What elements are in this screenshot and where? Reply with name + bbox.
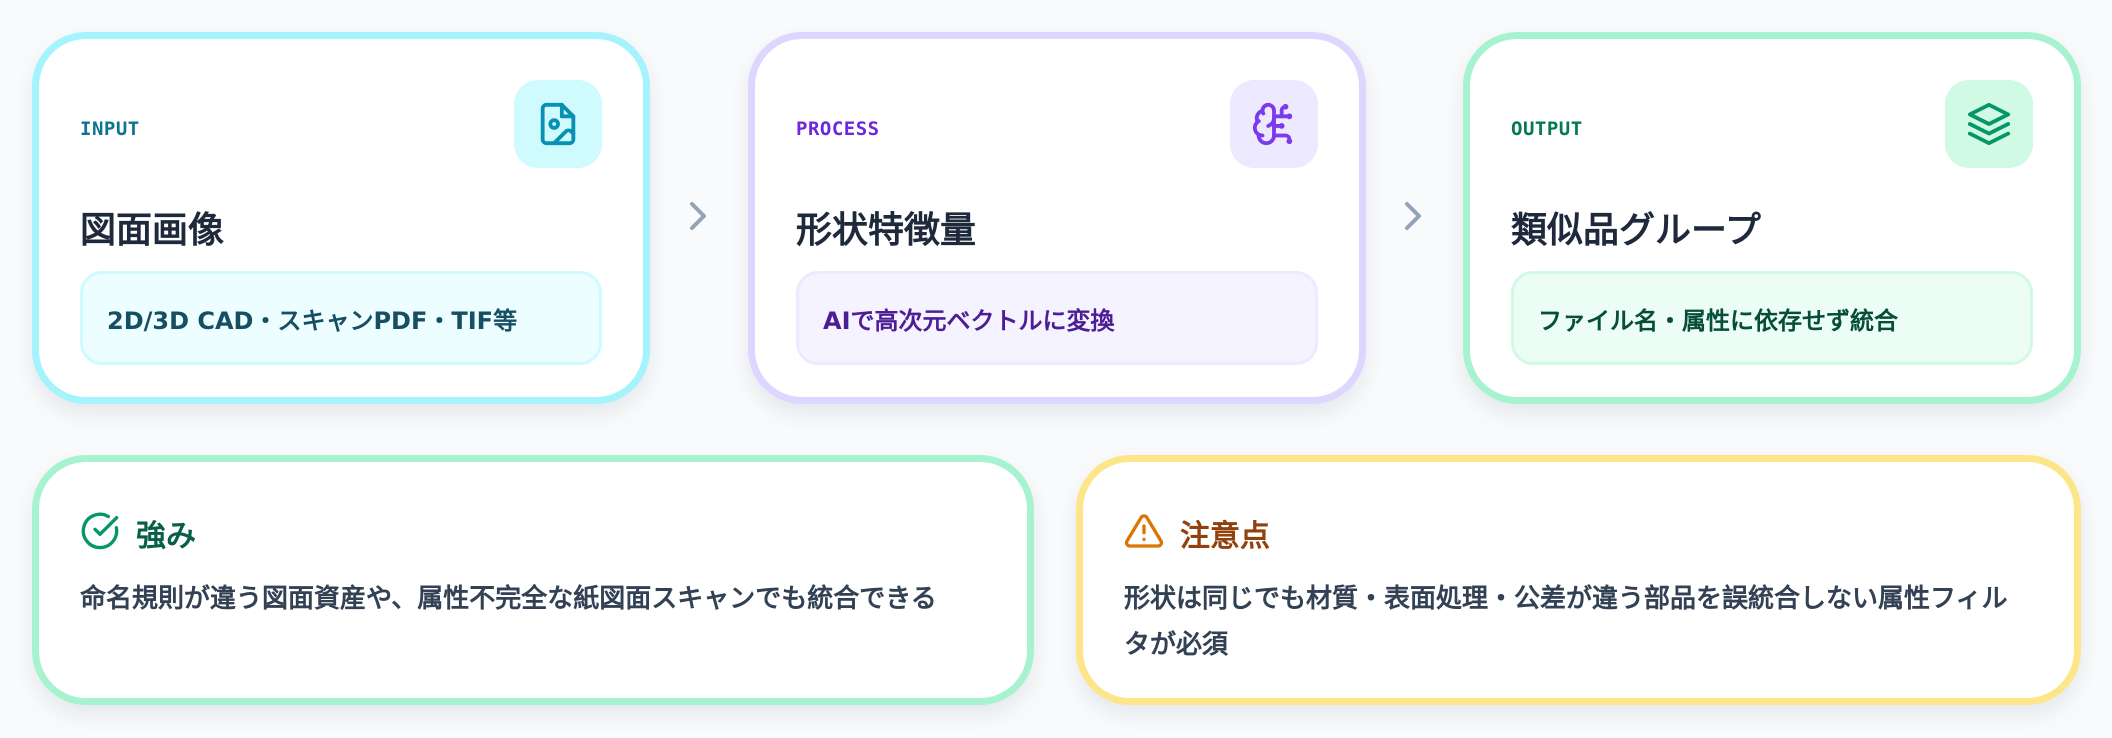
input-card: INPUT 図面画像 2D/3D CAD・スキャンPDF・TIF等	[32, 32, 650, 404]
strength-note: 強み 命名規則が違う図面資産や、属性不完全な紙図面スキャンでも統合できる	[32, 455, 1034, 705]
step-description: AIで高次元ベクトルに変換	[796, 271, 1318, 365]
chevron-right-icon	[1400, 196, 1426, 236]
warning-triangle-icon	[1124, 511, 1164, 555]
note-header: 強み	[80, 512, 196, 554]
note-body: 命名規則が違う図面資産や、属性不完全な紙図面スキャンでも統合できる	[80, 584, 937, 614]
step-title: 図面画像	[80, 210, 225, 251]
step-title: 形状特徴量	[796, 210, 977, 251]
layers-icon	[1945, 80, 2033, 168]
check-circle-icon	[80, 511, 120, 555]
step-title: 類似品グループ	[1511, 210, 1761, 251]
note-body: 形状は同じでも材質・表面処理・公差が違う部品を誤統合しない属性フィルタが必須	[1124, 584, 2008, 660]
note-title: 注意点	[1180, 519, 1270, 554]
step-description: ファイル名・属性に依存せず統合	[1511, 271, 2033, 365]
output-card: OUTPUT 類似品グループ ファイル名・属性に依存せず統合	[1463, 32, 2081, 404]
note-header: 注意点	[1124, 512, 1270, 554]
brain-circuit-icon	[1230, 80, 1318, 168]
chevron-right-icon	[685, 196, 711, 236]
step-description: 2D/3D CAD・スキャンPDF・TIF等	[80, 271, 602, 365]
step-label: OUTPUT	[1511, 118, 1583, 140]
step-label: INPUT	[80, 118, 140, 140]
note-title: 強み	[136, 519, 196, 554]
step-label: PROCESS	[796, 118, 880, 140]
file-image-icon	[514, 80, 602, 168]
process-card: PROCESS 形状特徴量 AIで高次元ベクトルに変換	[748, 32, 1366, 404]
caution-note: 注意点 形状は同じでも材質・表面処理・公差が違う部品を誤統合しない属性フィルタが…	[1076, 455, 2081, 705]
